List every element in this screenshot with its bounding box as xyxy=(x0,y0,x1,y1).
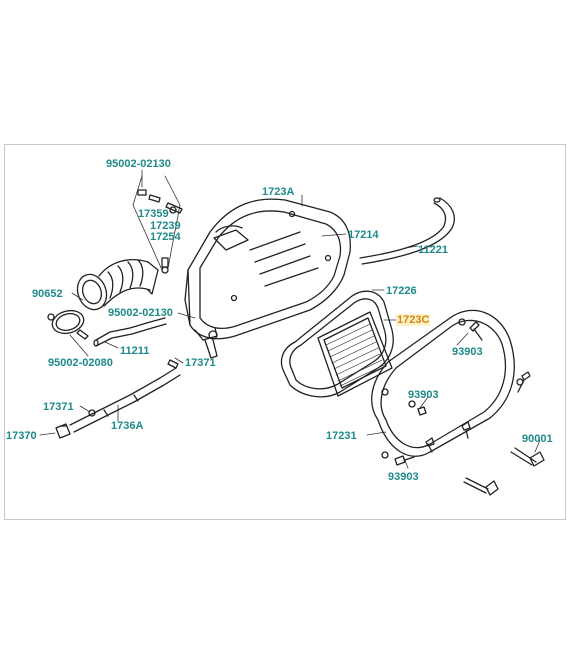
breather-tube-part xyxy=(93,317,167,347)
clip-17371-right xyxy=(167,359,179,369)
part-label-17214: 17214 xyxy=(348,229,379,241)
part-label-1723C: 1723C xyxy=(396,314,431,326)
part-label-93903-bottom: 93903 xyxy=(388,471,419,483)
part-label-11211: 11211 xyxy=(120,345,150,357)
part-label-17254: 17254 xyxy=(150,231,181,243)
part-label-11221: 11221 xyxy=(418,244,448,256)
air-cleaner-case-part xyxy=(184,198,351,359)
part-label-17370: 17370 xyxy=(6,430,37,442)
part-label-17359: 17359 xyxy=(138,208,169,220)
part-label-90652: 90652 xyxy=(32,288,63,300)
hose-clamp-part xyxy=(47,309,89,340)
part-label-1723A: 1723A xyxy=(262,186,295,198)
clip-17371-left xyxy=(88,409,96,417)
screw-parts xyxy=(394,321,531,466)
part-label-17226: 17226 xyxy=(386,285,417,297)
part-label-17231: 17231 xyxy=(326,430,357,442)
part-label-95002-02130-mid: 95002-02130 xyxy=(108,307,173,319)
filter-element-part xyxy=(317,311,393,397)
part-label-1736A: 1736A xyxy=(111,420,144,432)
part-label-17371-right: 17371 xyxy=(185,357,216,369)
drain-plug-part xyxy=(55,423,71,439)
part-label-17371-left: 17371 xyxy=(43,401,74,413)
intake-hose-part xyxy=(76,259,159,311)
part-label-95002-02130-top: 95002-02130 xyxy=(106,158,171,170)
part-label-93903-right: 93903 xyxy=(452,346,483,358)
part-label-90001: 90001 xyxy=(522,433,553,445)
bolt-parts xyxy=(463,447,545,496)
clip-parts xyxy=(137,189,183,274)
diagram-frame xyxy=(4,144,566,520)
tube-11221-part xyxy=(359,197,455,265)
part-label-93903-mid: 93903 xyxy=(408,389,439,401)
gasket-part xyxy=(280,290,394,398)
part-label-95002-02080: 95002-02080 xyxy=(48,357,113,369)
cover-part xyxy=(371,309,524,459)
part-label-17239: 17239 xyxy=(150,220,181,232)
leader-lines xyxy=(39,169,541,469)
